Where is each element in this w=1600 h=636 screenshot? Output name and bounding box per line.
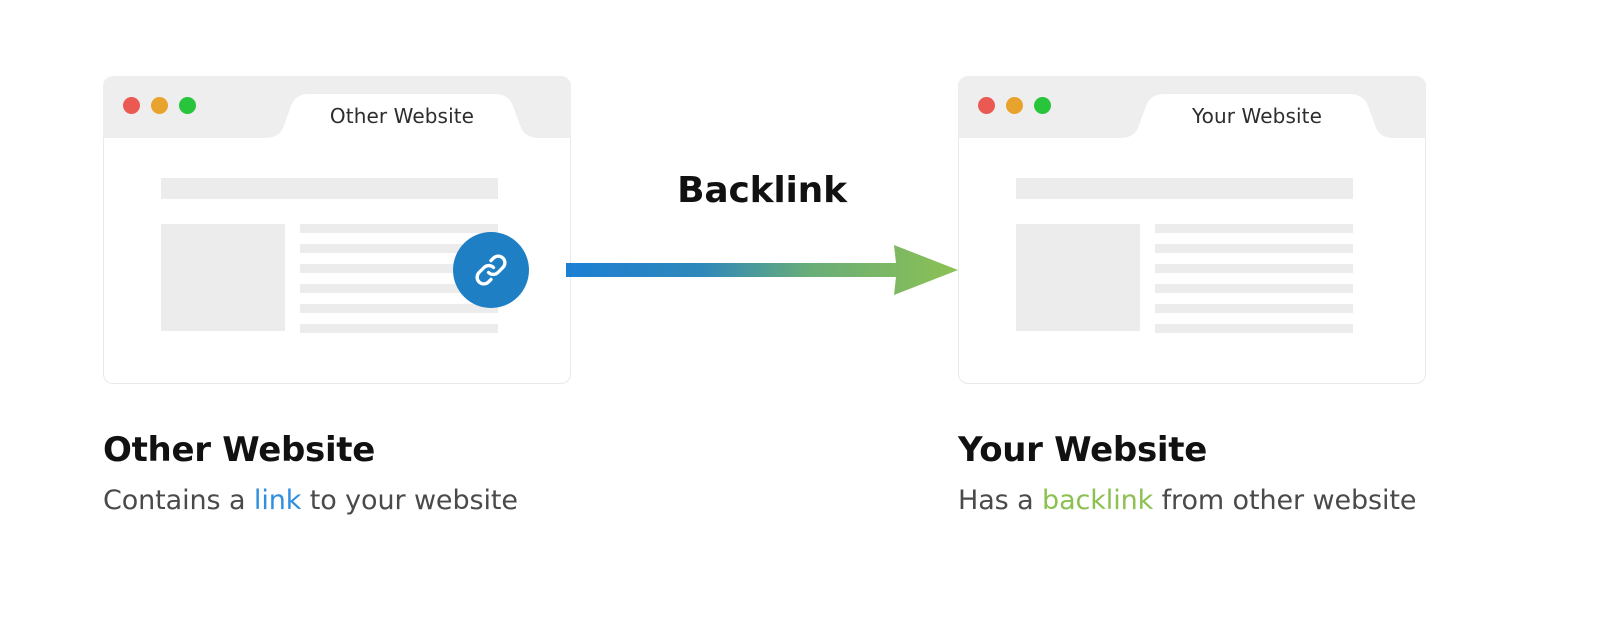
- arrow-label: Backlink: [677, 170, 847, 211]
- image-block-placeholder: [1016, 224, 1140, 331]
- traffic-lights: [123, 97, 196, 114]
- tab-shape-icon: [263, 94, 541, 138]
- browser-viewport: [103, 138, 571, 384]
- text-line-placeholder: [1155, 324, 1353, 333]
- link-icon: [475, 254, 507, 286]
- text-lines-placeholder: [300, 224, 498, 333]
- caption-backlink-highlight[interactable]: backlink: [1042, 485, 1154, 517]
- text-line-placeholder: [300, 264, 498, 273]
- browser-window-other-website: Other Website: [103, 76, 571, 384]
- caption-subtitle: Contains a link to your website: [103, 485, 518, 517]
- caption-your-website: Your Website Has a backlink from other w…: [958, 430, 1416, 518]
- close-dot-icon[interactable]: [123, 97, 140, 114]
- link-badge[interactable]: [453, 232, 529, 308]
- backlink-arrow: [566, 238, 958, 302]
- text-line-placeholder: [1155, 264, 1353, 273]
- maximize-dot-icon[interactable]: [1034, 97, 1051, 114]
- tab-shape-icon: [1118, 94, 1396, 138]
- browser-tab-label: Your Website: [1192, 104, 1322, 128]
- text-line-placeholder: [1155, 304, 1353, 313]
- caption-title: Your Website: [958, 430, 1207, 470]
- text-line-placeholder: [300, 304, 498, 313]
- minimize-dot-icon[interactable]: [151, 97, 168, 114]
- caption-text-before: Has a: [958, 485, 1043, 517]
- header-bar-placeholder: [1016, 178, 1353, 199]
- image-block-placeholder: [161, 224, 285, 331]
- text-line-placeholder: [1155, 284, 1353, 293]
- caption-link-highlight[interactable]: link: [253, 485, 302, 517]
- close-dot-icon[interactable]: [978, 97, 995, 114]
- text-line-placeholder: [300, 224, 498, 233]
- caption-subtitle: Has a backlink from other website: [958, 485, 1416, 517]
- browser-tab-label: Other Website: [329, 104, 475, 128]
- browser-tab-other-website[interactable]: Other Website: [263, 94, 541, 138]
- browser-tab-your-website[interactable]: Your Website: [1118, 94, 1396, 138]
- browser-window-your-website: Your Website: [958, 76, 1426, 384]
- minimize-dot-icon[interactable]: [1006, 97, 1023, 114]
- text-line-placeholder: [300, 284, 498, 293]
- caption-text-after: from other website: [1153, 485, 1417, 517]
- caption-text-before: Contains a: [103, 485, 254, 517]
- caption-other-website: Other Website Contains a link to your we…: [103, 430, 518, 518]
- text-line-placeholder: [300, 324, 498, 333]
- text-line-placeholder: [1155, 224, 1353, 233]
- traffic-lights: [978, 97, 1051, 114]
- text-line-placeholder: [300, 244, 498, 253]
- text-line-placeholder: [1155, 244, 1353, 253]
- browser-viewport: [958, 138, 1426, 384]
- arrow-right-icon: [566, 245, 958, 295]
- caption-text-after: to your website: [301, 485, 518, 517]
- caption-title: Other Website: [103, 430, 376, 470]
- text-lines-placeholder: [1155, 224, 1353, 333]
- browser-chrome-bar: Your Website: [958, 76, 1426, 138]
- maximize-dot-icon[interactable]: [179, 97, 196, 114]
- header-bar-placeholder: [161, 178, 498, 199]
- browser-chrome-bar: Other Website: [103, 76, 571, 138]
